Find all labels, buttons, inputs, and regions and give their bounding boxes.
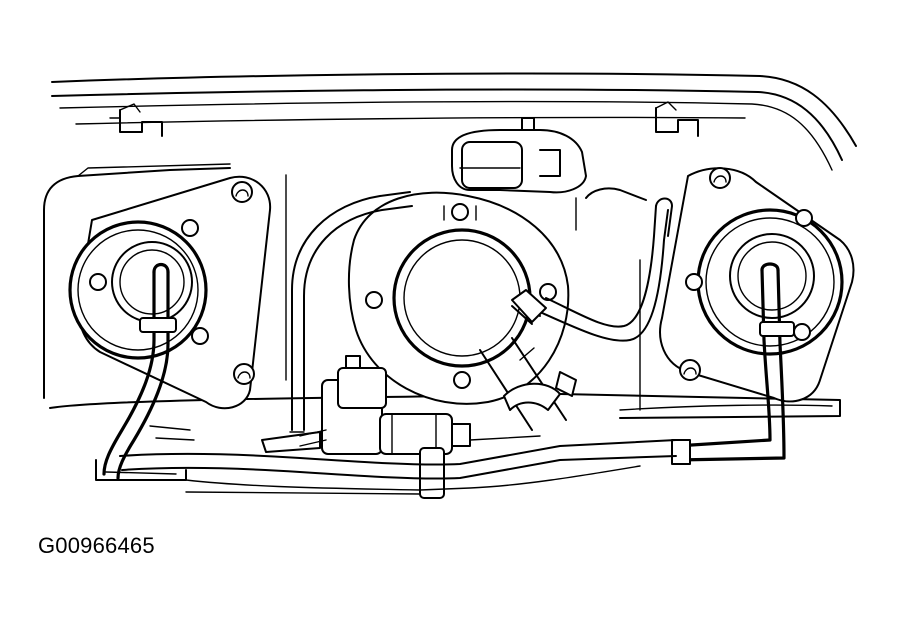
lower-lines [119,425,677,495]
left-top-clip [109,103,163,137]
center-sender-flange [347,191,577,431]
left-pump-mount [68,175,272,410]
left-vapor-line [261,191,413,453]
left-fuel-hose [95,262,187,481]
vacuum-switching-valve [299,355,471,499]
right-fuel-hose [671,262,795,465]
vapor-line [511,197,673,342]
figure-id-label: G00966465 [38,533,155,558]
right-pump-mount [659,167,855,403]
right-top-clip [655,101,699,137]
electrical-connector [451,117,587,194]
